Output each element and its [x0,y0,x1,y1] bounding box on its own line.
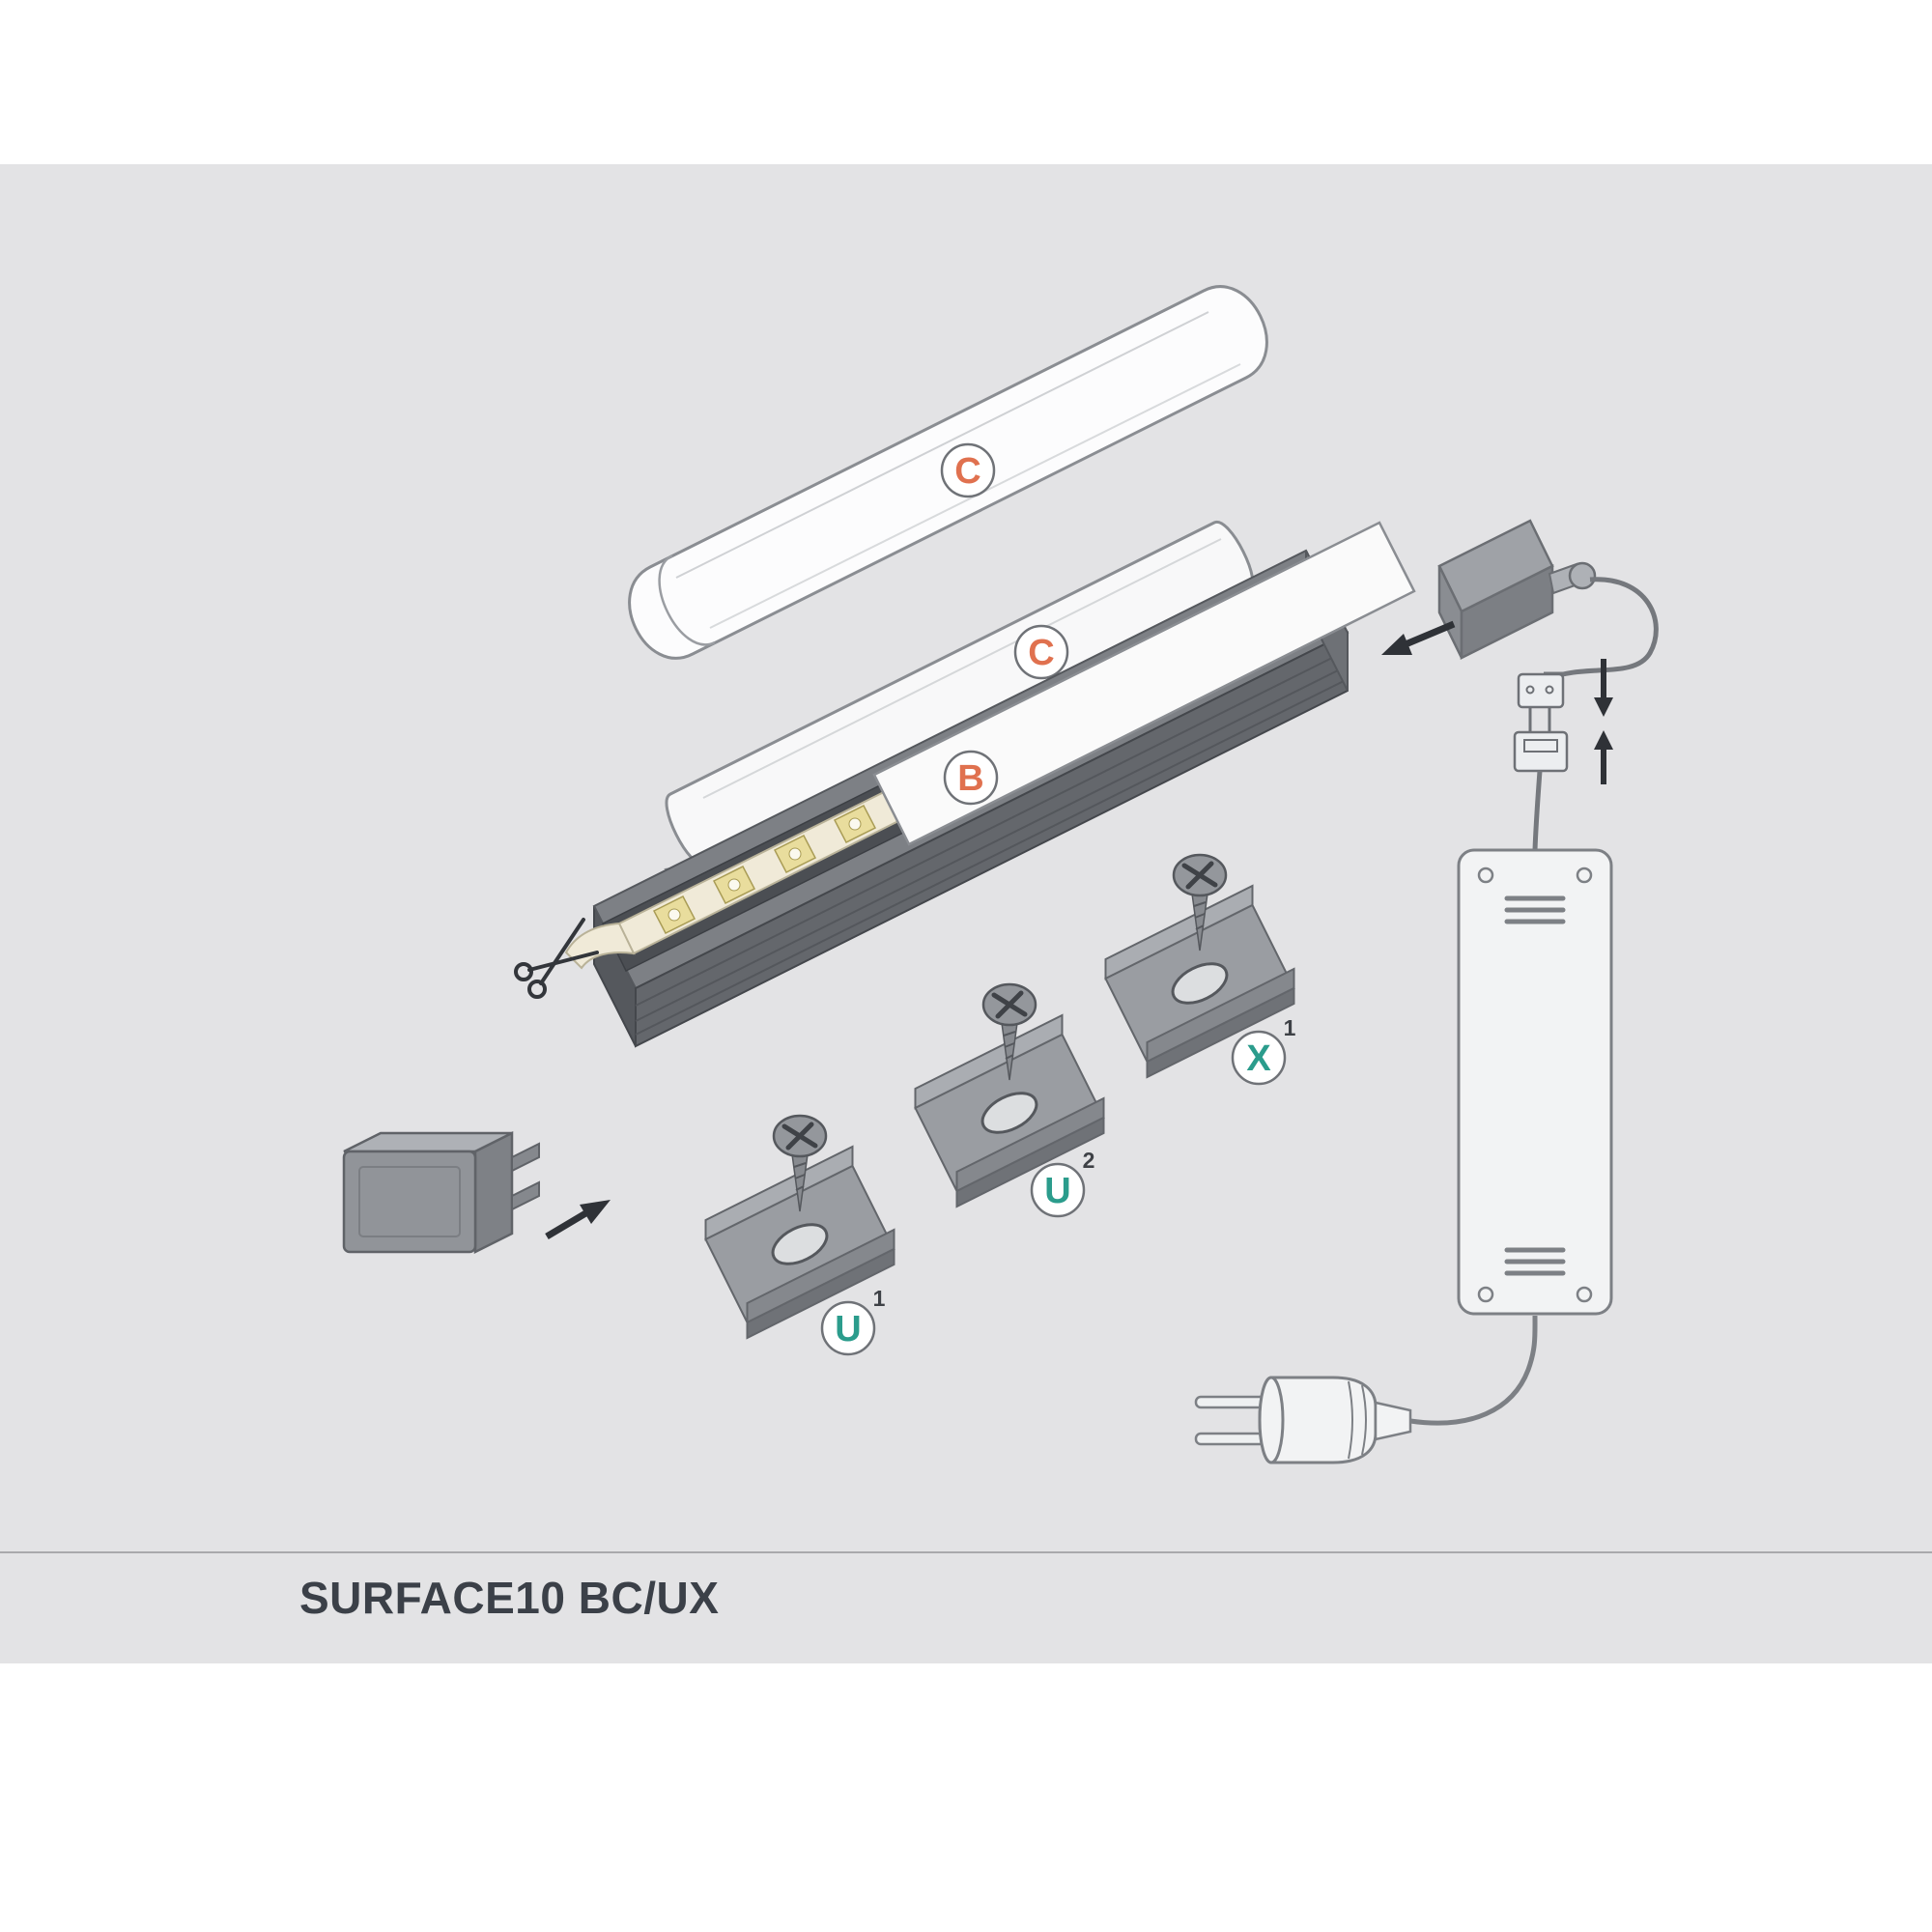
label-variant-number: 1 [1284,1015,1296,1040]
cover-plate [872,521,1416,846]
plug-cable-boot [1374,1401,1412,1441]
cover-round-shading-line [675,311,1209,579]
psu-mount-hole [1477,1286,1494,1303]
diagram-title: SURFACE10 BC/UX [299,1573,719,1623]
diagram-panel-background [0,164,1932,1663]
end-cap-front-face [342,1150,477,1254]
label-badge [1231,1030,1287,1086]
connector-pair [1513,577,1659,784]
power-plug [1194,1315,1538,1464]
connector-contact [1525,685,1535,695]
end-cap [342,1130,611,1255]
label-letter: X [1246,1038,1271,1079]
label-cover-flat: C [1013,624,1069,680]
profile-rib-line [635,665,1349,1022]
connector-lower-slot [1523,739,1558,753]
plug-grip-line [1361,1384,1367,1456]
label-letter: C [954,451,980,492]
psu-mount-hole [1576,867,1593,884]
led-chip [773,834,817,874]
led-chip [712,865,756,905]
connector-upper [1517,672,1565,709]
label-clip-u1: U 1 [820,1286,886,1356]
label-letter: U [1044,1171,1070,1211]
label-clip-u2: U 2 [1030,1148,1095,1218]
psu-body [1457,848,1613,1316]
end-cap-pin [511,1180,540,1211]
label-badge [943,750,999,806]
mounting-bracket [1437,519,1597,661]
led-chip [652,895,696,935]
label-variant-number: 2 [1083,1148,1095,1173]
bracket-pin [1568,561,1597,590]
end-cap-pin [511,1142,540,1173]
arrow-up-right-icon [545,1200,611,1240]
arrow-left-icon [1381,620,1456,655]
cover-flat-shading-line [702,538,1222,799]
profile-rib-line [635,678,1349,1036]
scissors-icon [514,918,599,999]
plug-grip-line [1348,1380,1353,1460]
bracket-front-face [1460,563,1554,661]
label-badge [1013,624,1069,680]
psu-mount-hole [1477,867,1494,884]
label-cover-round: C [940,442,996,498]
base-profile: B [514,521,1416,1048]
label-letter: U [835,1309,861,1350]
psu-mount-hole [1576,1286,1593,1303]
label-variant-number: 1 [873,1286,886,1311]
label-base-profile: B [943,750,999,806]
label-clip-x: X 1 [1231,1015,1296,1086]
end-cap-right-face [473,1130,514,1255]
label-badge [1030,1162,1086,1218]
bracket-wire [1544,577,1659,677]
label-badge [940,442,996,498]
plug-prong [1194,1432,1269,1446]
plug-face [1258,1376,1285,1464]
label-letter: B [957,758,983,799]
led-chip [833,804,877,844]
plug-prong [1194,1395,1269,1409]
plug-cable [1409,1315,1538,1426]
label-badge [820,1300,876,1356]
connector-contact [1545,685,1554,695]
profile-rib-line [635,649,1349,1007]
end-cap-inset [358,1166,461,1237]
footer: SURFACE10 BC/UX [0,1551,1932,1623]
cover-round-end-rim [658,554,716,646]
arrow-up-icon [1594,730,1613,784]
arrow-down-icon [1594,659,1613,717]
power-supply [1457,770,1613,1316]
label-letter: C [1028,633,1054,673]
cover-round-profile: C [628,285,1268,660]
psu-input-wire [1532,770,1543,851]
